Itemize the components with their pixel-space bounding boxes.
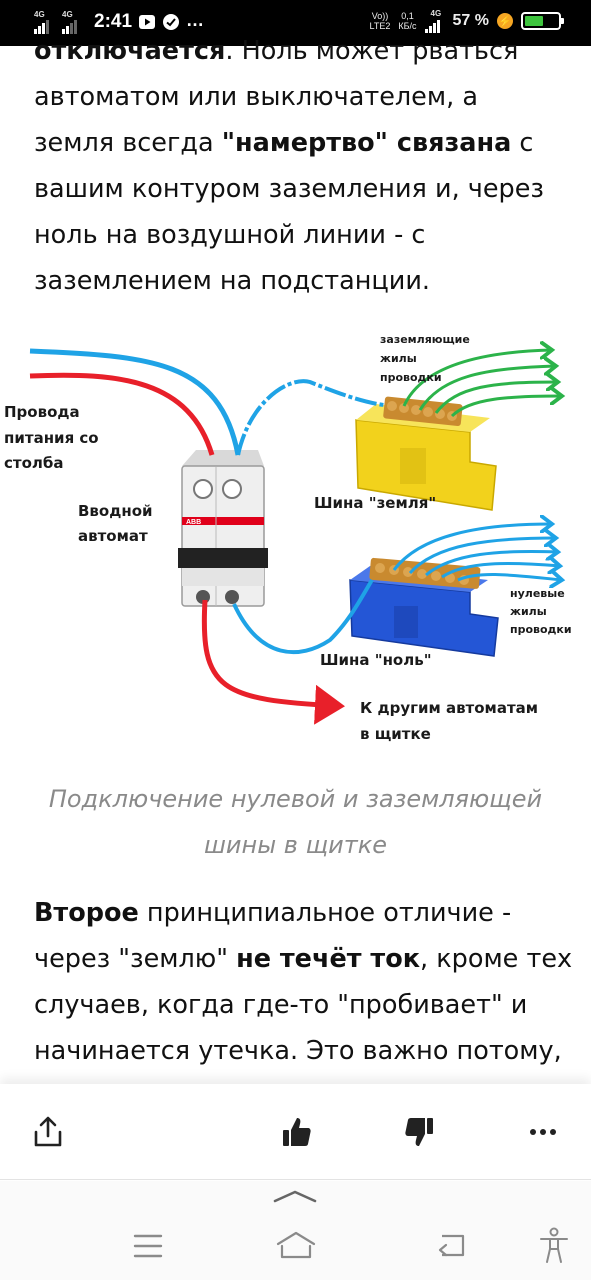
battery-icon	[521, 12, 564, 30]
ground-wires-label-3: проводки	[380, 371, 442, 384]
clock: 2:41	[94, 11, 133, 32]
like-button[interactable]	[274, 1110, 318, 1154]
ground-bus-label: Шина "земля"	[314, 494, 436, 512]
article-paragraph-2: Второе принципиальное отличие - через "з…	[34, 890, 574, 1074]
article-action-bar	[0, 1084, 591, 1180]
more-horizontal-icon	[530, 1129, 556, 1135]
sim1-label: 4G	[34, 10, 45, 19]
red-supply-wire	[29, 372, 215, 456]
accessibility-button[interactable]	[532, 1225, 576, 1267]
bold-text: "намертво" связана	[221, 128, 512, 158]
status-left: 4G 4G 2:41 …	[34, 10, 205, 34]
neutral-wires-label-3: проводки	[510, 623, 572, 636]
expand-handle-button[interactable]	[268, 1185, 322, 1207]
check-circle-icon	[162, 13, 180, 31]
blue-supply-wire	[29, 348, 241, 456]
accessibility-icon	[540, 1227, 568, 1263]
supply-wires-label-2: питания со	[4, 429, 99, 447]
neutral-bus	[349, 557, 499, 657]
more-notifications-icon: …	[186, 9, 206, 30]
more-button[interactable]	[521, 1110, 565, 1154]
battery-fill	[525, 16, 544, 26]
system-navigation-bar	[0, 1181, 591, 1280]
caption-line-2: шины в щитке	[203, 831, 388, 859]
red-outgoing-wire	[201, 599, 345, 725]
sim2-label: 4G	[62, 10, 73, 19]
text-span: через "землю"	[34, 944, 237, 974]
status-right: Vo)) LTE2 0,1 КБ/с 4G 57 % ⚡	[370, 9, 564, 33]
back-icon	[438, 1234, 465, 1257]
ground-wires-label-1: заземляющие	[380, 333, 470, 346]
media-play-icon	[138, 13, 156, 31]
supply-wires-label-1: Провода	[4, 403, 80, 421]
breaker: ABB	[178, 450, 268, 607]
wiring-diagram-image[interactable]: ABB Провода	[0, 322, 591, 762]
text-line: ноль на воздушной линии - с	[34, 220, 426, 250]
wiring-diagram-svg: ABB Провода	[4, 333, 572, 743]
text-span: , кроме тех	[420, 944, 573, 974]
sim1-signal-icon: 4G	[34, 10, 56, 34]
breaker-label-2: автомат	[78, 527, 148, 545]
text-span: . Ноль может рваться	[225, 36, 519, 66]
network-speed: 0,1 КБ/с	[398, 11, 416, 31]
other-breakers-label-1: К другим автоматам	[360, 699, 538, 717]
bold-text: не течёт ток	[236, 944, 421, 974]
home-button[interactable]	[272, 1225, 320, 1265]
volte-label: Vo))	[371, 11, 389, 21]
lte2-label: LTE2	[369, 21, 391, 31]
text-span: принципиальное отличие -	[138, 898, 512, 928]
text-line: автоматом или выключателем, а	[34, 82, 478, 112]
back-button[interactable]	[428, 1227, 472, 1263]
neutral-wires-label-1: нулевые	[510, 587, 565, 600]
cellular-signal-icon: 4G	[424, 9, 445, 33]
other-breakers-label-2: в щитке	[360, 725, 431, 743]
bold-text: Второе	[34, 898, 139, 928]
article-paragraph-1: отключается. Ноль может рваться автомато…	[34, 28, 574, 304]
sim2-signal-icon: 4G	[62, 10, 84, 34]
blue-neutral-wire	[232, 578, 374, 654]
neutral-bus-label: Шина "ноль"	[320, 651, 432, 669]
text-span: с	[511, 128, 534, 158]
network-speed-unit: КБ/с	[398, 21, 417, 31]
breaker-brand-label: ABB	[186, 519, 201, 526]
neutral-wires-label-2: жилы	[510, 605, 547, 618]
text-line: начинается утечка. Это важно потому,	[34, 1036, 562, 1066]
supply-wires-label-3: столба	[4, 454, 63, 472]
thumbs-up-icon	[283, 1118, 311, 1146]
ground-wires-label-2: жилы	[380, 352, 417, 365]
caption-line-1: Подключение нулевой и заземляющей	[48, 785, 543, 813]
text-span: земля всегда	[34, 128, 222, 158]
blue-neutral-wires	[392, 524, 562, 580]
network-speed-value: 0,1	[401, 11, 414, 21]
text-line: заземлением на подстанции.	[34, 266, 431, 296]
text-line: вашим контуром заземления и, через	[34, 174, 544, 204]
text-line: случаев, когда где-то "пробивает" и	[34, 990, 528, 1020]
charging-icon: ⚡	[497, 13, 513, 29]
share-icon	[34, 1116, 62, 1147]
figure-caption: Подключение нулевой и заземляющей шины в…	[20, 776, 571, 868]
bold-text: отключается	[34, 36, 226, 66]
network-type-label: 4G	[430, 9, 442, 18]
ground-link-wire	[236, 379, 385, 456]
status-bar: 4G 4G 2:41 … Vo)) LTE2 0,1 КБ/с 4G 57 % …	[0, 0, 591, 46]
volte-indicator: Vo)) LTE2	[370, 11, 391, 31]
menu-button[interactable]	[126, 1229, 170, 1263]
home-icon	[276, 1231, 316, 1259]
dislike-button[interactable]	[398, 1110, 442, 1154]
thumbs-down-icon	[405, 1118, 433, 1146]
breaker-label-1: Вводной	[78, 502, 153, 520]
battery-percent: 57 %	[452, 12, 489, 29]
share-button[interactable]	[26, 1110, 70, 1154]
chevron-up-icon	[273, 1190, 317, 1203]
menu-icon	[133, 1234, 163, 1258]
ground-bus	[355, 396, 497, 511]
green-ground-wires	[402, 350, 562, 418]
